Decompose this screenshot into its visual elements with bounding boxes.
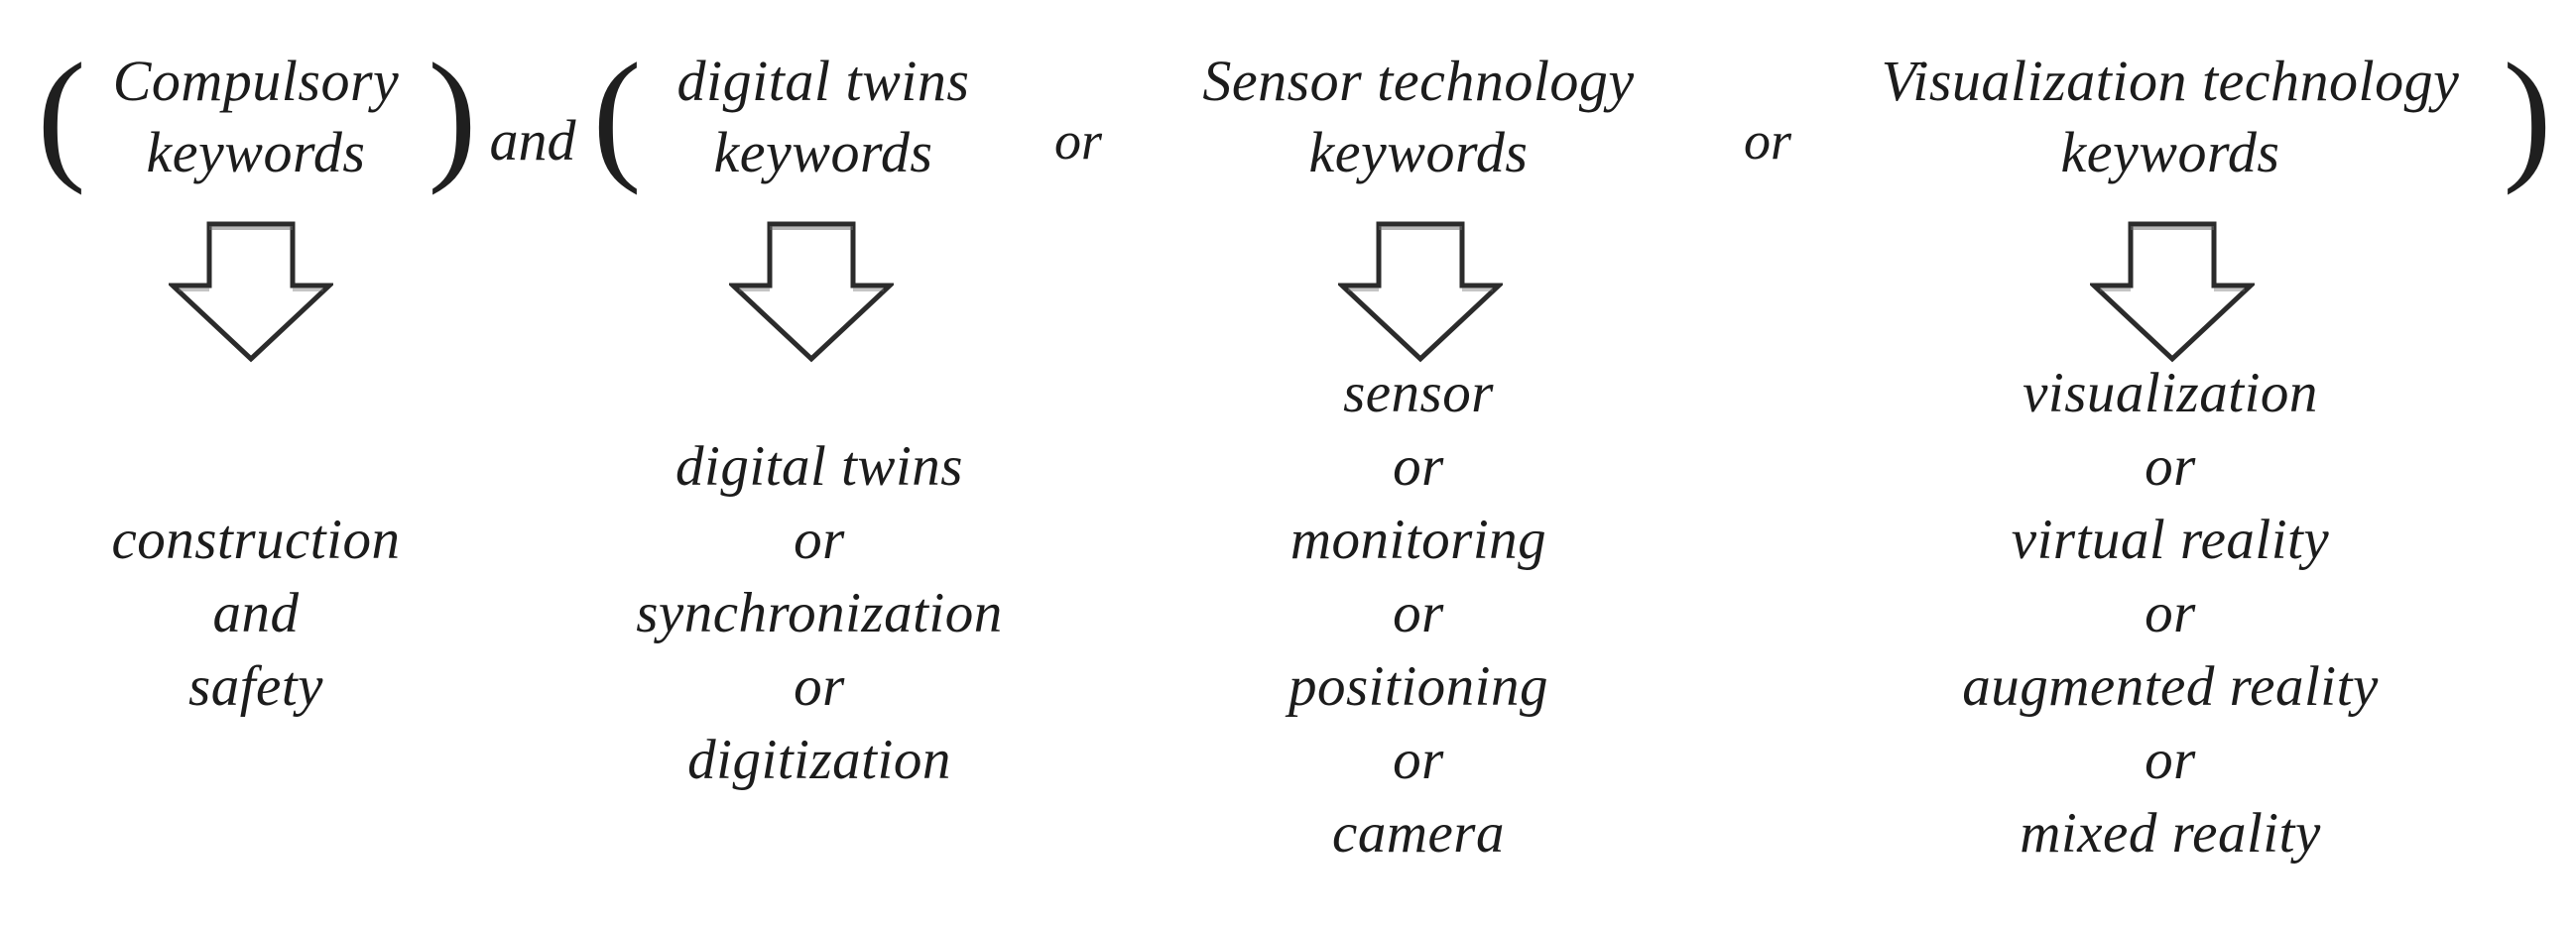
keyword-item: positioning <box>1288 654 1549 718</box>
formula-group-sensor-line2: keywords <box>1308 120 1529 184</box>
formula-group-digital-twins-line1: digital twins <box>676 49 970 113</box>
keyword-item: visualization <box>2023 361 2318 424</box>
keyword-list-digital-twins: digital twins or synchronization or digi… <box>502 355 1137 870</box>
keyword-item: safety <box>188 654 323 718</box>
down-arrow-icon <box>2090 221 2255 363</box>
formula-group-digital-twins-line2: keywords <box>713 120 933 184</box>
keyword-item: or <box>2145 434 2196 498</box>
keyword-item: or <box>1393 581 1444 644</box>
keyword-item: camera <box>1332 801 1505 865</box>
formula-group-compulsory-line1: Compulsory <box>112 49 400 113</box>
keyword-item: sensor <box>1343 361 1494 424</box>
open-paren-technology: ( <box>592 34 642 196</box>
formula-group-sensor: Sensor technology keywords <box>1202 46 1634 188</box>
down-arrow-icon <box>729 221 894 363</box>
keyword-item: construction <box>111 508 401 571</box>
keyword-list-compulsory: construction and safety <box>0 355 524 870</box>
keyword-item: digitization <box>687 728 951 791</box>
formula-group-digital-twins: digital twins keywords <box>677 46 970 188</box>
keyword-item: or <box>1393 434 1444 498</box>
keyword-item: or <box>2145 581 2196 644</box>
keyword-item: synchronization <box>636 581 1003 644</box>
formula-group-visualization-line2: keywords <box>2060 120 2280 184</box>
keyword-item: or <box>794 654 845 718</box>
keyword-item: and <box>212 581 300 644</box>
or-operator-2: or <box>1743 111 1792 171</box>
keyword-item: digital twins <box>675 434 963 498</box>
keyword-item: or <box>2145 728 2196 791</box>
open-paren-compulsory: ( <box>37 34 86 196</box>
keyword-item: or <box>794 508 845 571</box>
close-paren-compulsory: ) <box>428 34 477 196</box>
keyword-item: monitoring <box>1289 508 1547 571</box>
close-paren-technology: ) <box>2503 34 2552 196</box>
formula-group-sensor-line1: Sensor technology <box>1202 49 1635 113</box>
down-arrow-icon <box>1338 221 1503 363</box>
keyword-list-sensor: sensor or monitoring or positioning or c… <box>1131 355 1706 870</box>
keyword-item: or <box>1393 728 1444 791</box>
or-operator-1: or <box>1053 111 1103 171</box>
formula-group-compulsory: Compulsory keywords <box>113 46 400 188</box>
keyword-list-visualization: visualization or virtual reality or augm… <box>1813 355 2527 870</box>
formula-group-compulsory-line2: keywords <box>146 120 366 184</box>
keyword-item: virtual reality <box>2011 508 2330 571</box>
keyword-item: augmented reality <box>1962 654 2379 718</box>
keyword-item: mixed reality <box>2020 801 2321 865</box>
formula-group-visualization-line1: Visualization technology <box>1881 49 2460 113</box>
down-arrow-icon <box>169 221 333 363</box>
and-operator: and <box>489 108 576 173</box>
formula-group-visualization: Visualization technology keywords <box>1882 46 2460 188</box>
